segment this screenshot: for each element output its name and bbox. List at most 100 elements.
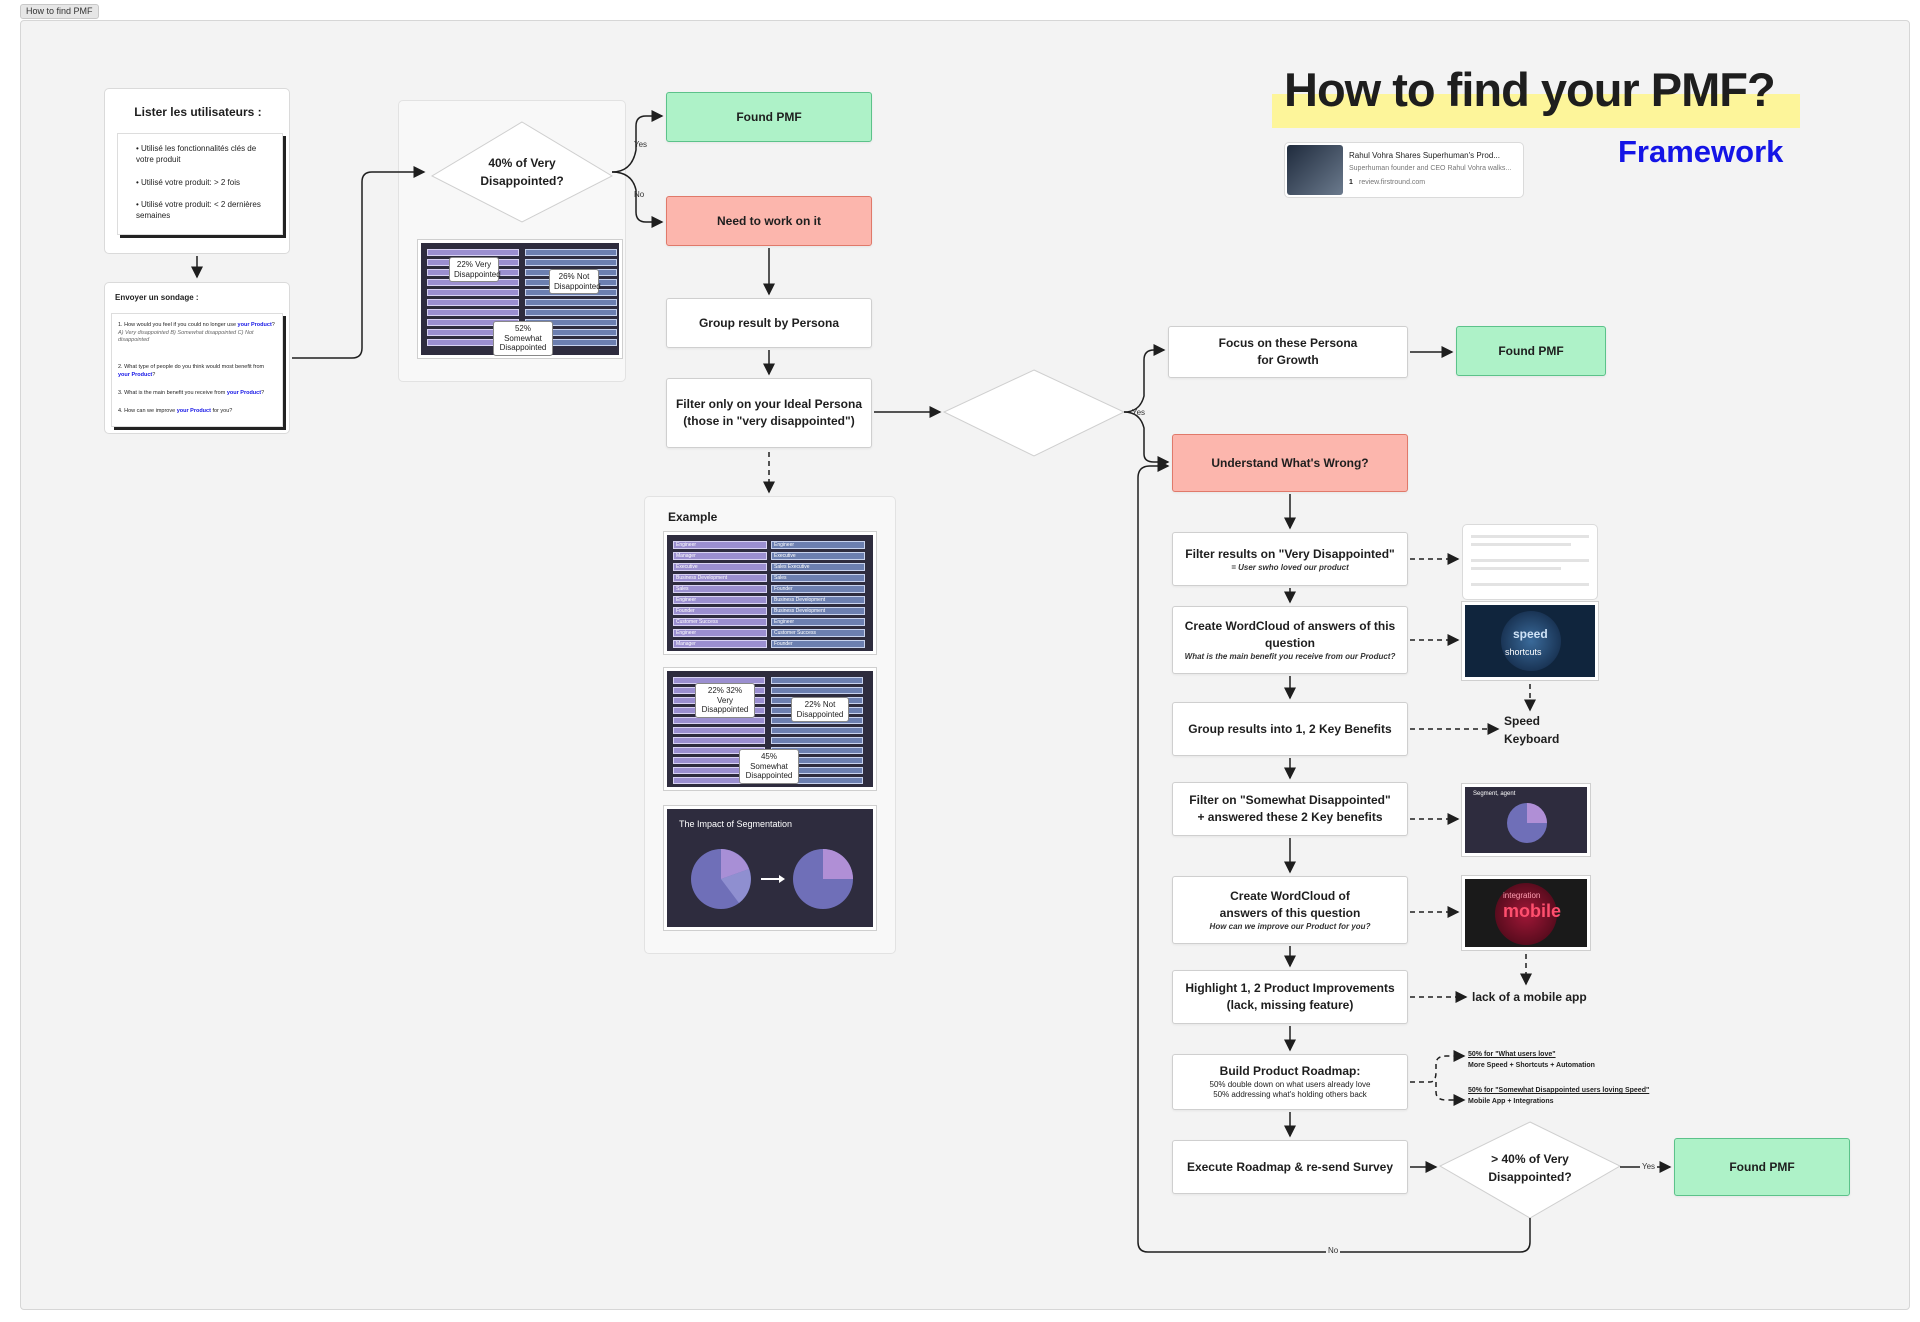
thumb-line — [1471, 559, 1589, 562]
list-item: • Utilisé votre produit: > 2 fois — [136, 178, 240, 187]
execute-roadmap-node[interactable]: Execute Roadmap & re-send Survey — [1172, 1140, 1408, 1194]
filter-ideal-line1: Filter only on your Ideal Persona — [675, 397, 863, 412]
filter-somewhat-line1: Filter on "Somewhat Disappointed" — [1189, 793, 1391, 808]
segment-pie-thumb: Segment, agent — [1462, 784, 1590, 856]
list-item: • Utilisé votre produit: < 2 dernières s… — [136, 200, 261, 220]
page-title: How to find your PMF? — [1284, 63, 1776, 116]
decision2-yes: Yes — [1132, 408, 1146, 417]
chart-bar — [673, 727, 765, 734]
persona-row: Manager — [673, 552, 767, 560]
wordcloud2-node[interactable]: Create WordCloud of answers of this ques… — [1172, 876, 1408, 944]
persona-row: Executive — [673, 563, 767, 571]
framework-label: Framework — [1618, 134, 1784, 169]
segment-arrowhead — [779, 875, 785, 883]
wordcloud2-line2: answers of this question — [1219, 906, 1361, 921]
very-disappointed-bubble: 22% Very Disappointed — [449, 257, 501, 283]
segmented-chart: 22% 32% Very Disappointed 22% Not Disapp… — [664, 668, 876, 790]
decision1-yes: Yes — [634, 140, 648, 149]
link-domain: review.firstround.com — [1359, 179, 1426, 186]
link-thumbnail — [1287, 145, 1343, 195]
survey-card: Envoyer un sondage : 1. How would you fe… — [104, 282, 290, 434]
roadmap-node[interactable]: Build Product Roadmap: 50% double down o… — [1172, 1054, 1408, 1110]
wordcloud1-sub: What is the main benefit you receive fro… — [1184, 652, 1396, 661]
chart-bar — [427, 289, 519, 296]
persona-row: Founder — [673, 607, 767, 615]
filter-ideal-persona-node[interactable]: Filter only on your Ideal Persona (those… — [666, 378, 872, 448]
canvas-frame — [20, 20, 1910, 1310]
wordcloud1-line2: question — [1265, 636, 1315, 651]
roadmap-note-b-sub: Mobile App + Integrations — [1468, 1097, 1554, 1105]
segment-pie — [1507, 803, 1547, 843]
chart-bar — [771, 687, 863, 694]
persona-row: Engineer — [673, 629, 767, 637]
pie-before-slice-2 — [721, 869, 751, 903]
survey-title: Envoyer un sondage : — [115, 293, 199, 302]
frame-tab[interactable]: How to find PMF — [20, 4, 99, 19]
wordcloud2-sub: How can we improve our Product for you? — [1209, 922, 1371, 931]
wordcloud-word-mobile: mobile — [1503, 901, 1562, 921]
chart-bar — [771, 727, 863, 734]
found-pmf-node-2[interactable]: Found PMF — [1456, 326, 1606, 376]
persona-row: Founder — [771, 640, 865, 648]
wordcloud1-node[interactable]: Create WordCloud of answers of this ques… — [1172, 606, 1408, 674]
decision2-text: > 40% of Very Disappointed? — [990, 396, 1074, 428]
focus-line1: Focus on these Persona — [1218, 336, 1358, 351]
roadmap-note-b-title: 50% for "Somewhat Disappointed users lov… — [1468, 1087, 1650, 1094]
understand-wrong-node[interactable]: Understand What's Wrong? — [1172, 434, 1408, 492]
persona-row: Business Development — [771, 596, 865, 604]
link-card[interactable]: Rahul Vohra Shares Superhuman's Prod... … — [1284, 142, 1524, 198]
persona-row: Manager — [673, 640, 767, 648]
wordcloud-blob — [1501, 611, 1561, 671]
roadmap-l2: 50% addressing what's holding others bac… — [1213, 1090, 1367, 1100]
roadmap-note-a-title: 50% for "What users love" — [1468, 1051, 1556, 1058]
persona-row: Customer Success — [673, 618, 767, 626]
wordcloud-word-speed: speed — [1513, 627, 1548, 641]
decision3-text: > 40% of Very Disappointed? — [1488, 1152, 1572, 1184]
chart-bar — [771, 737, 863, 744]
group-persona-node[interactable]: Group result by Persona — [666, 298, 872, 348]
survey-question-3: 3. What is the main benefit you receive … — [118, 390, 265, 396]
need-work-node[interactable]: Need to work on it — [666, 196, 872, 246]
filter-somewhat-node[interactable]: Filter on "Somewhat Disappointed" + answ… — [1172, 782, 1408, 836]
chart-bar — [525, 309, 617, 316]
persona-row: Sales Executive — [771, 563, 865, 571]
decision3-no: No — [1326, 1246, 1341, 1255]
thumb-line — [1471, 535, 1589, 538]
found-pmf-node-3[interactable]: Found PMF — [1674, 1138, 1850, 1196]
wordcloud-improvements: integration mobile — [1462, 876, 1590, 950]
highlight-line2: (lack, missing feature) — [1226, 998, 1354, 1012]
chart-bar — [673, 737, 765, 744]
title-highlight — [1272, 94, 1800, 128]
link-count: 1 — [1349, 179, 1353, 186]
focus-line2: for Growth — [1257, 353, 1319, 367]
survey-question-1: 1. How would you feel if you could no lo… — [118, 322, 275, 344]
wordcloud-word-integration: integration — [1503, 891, 1541, 900]
group-benefits-node[interactable]: Group results into 1, 2 Key Benefits — [1172, 702, 1408, 756]
wordcloud2-line1: Create WordCloud of — [1230, 889, 1350, 904]
roadmap-l1: 50% double down on what users already lo… — [1209, 1080, 1371, 1089]
example-title: Example — [668, 510, 718, 524]
chart-bar — [525, 299, 617, 306]
wordcloud-benefits: speed shortcuts — [1462, 602, 1598, 680]
thumb-line — [1471, 543, 1571, 546]
impact-pies — [691, 849, 853, 909]
survey-question-4: 4. How can we improve your Product for y… — [118, 408, 233, 414]
persona-row: Sales — [771, 574, 865, 582]
filtered-results-thumb — [1462, 524, 1598, 600]
mobile-app-label: lack of a mobile app — [1472, 990, 1587, 1004]
highlight-node[interactable]: Highlight 1, 2 Product Improvements (lac… — [1172, 970, 1408, 1024]
found-pmf-node-1[interactable]: Found PMF — [666, 92, 872, 142]
not-disappointed-bubble: 26% Not Disappointed — [549, 269, 601, 295]
persona-row: Business Development — [771, 607, 865, 615]
segment-pie-slice — [1527, 803, 1547, 823]
somewhat-disappointed-bubble: 52% Somewhat Disappointed — [493, 321, 553, 356]
persona-row: Business Development — [673, 574, 767, 582]
filter-very-node[interactable]: Filter results on "Very Disappointed" = … — [1172, 532, 1408, 586]
list-users-card: Lister les utilisateurs : • Utilisé les … — [104, 88, 290, 254]
roadmap-title: Build Product Roadmap: — [1219, 1064, 1361, 1079]
somewhat-disappointed-bubble-2: 45% Somewhat Disappointed — [739, 749, 799, 784]
pie-after-slice — [823, 849, 853, 879]
focus-persona-node[interactable]: Focus on these Persona for Growth — [1168, 326, 1408, 378]
impact-chart: The Impact of Segmentation — [664, 806, 876, 930]
